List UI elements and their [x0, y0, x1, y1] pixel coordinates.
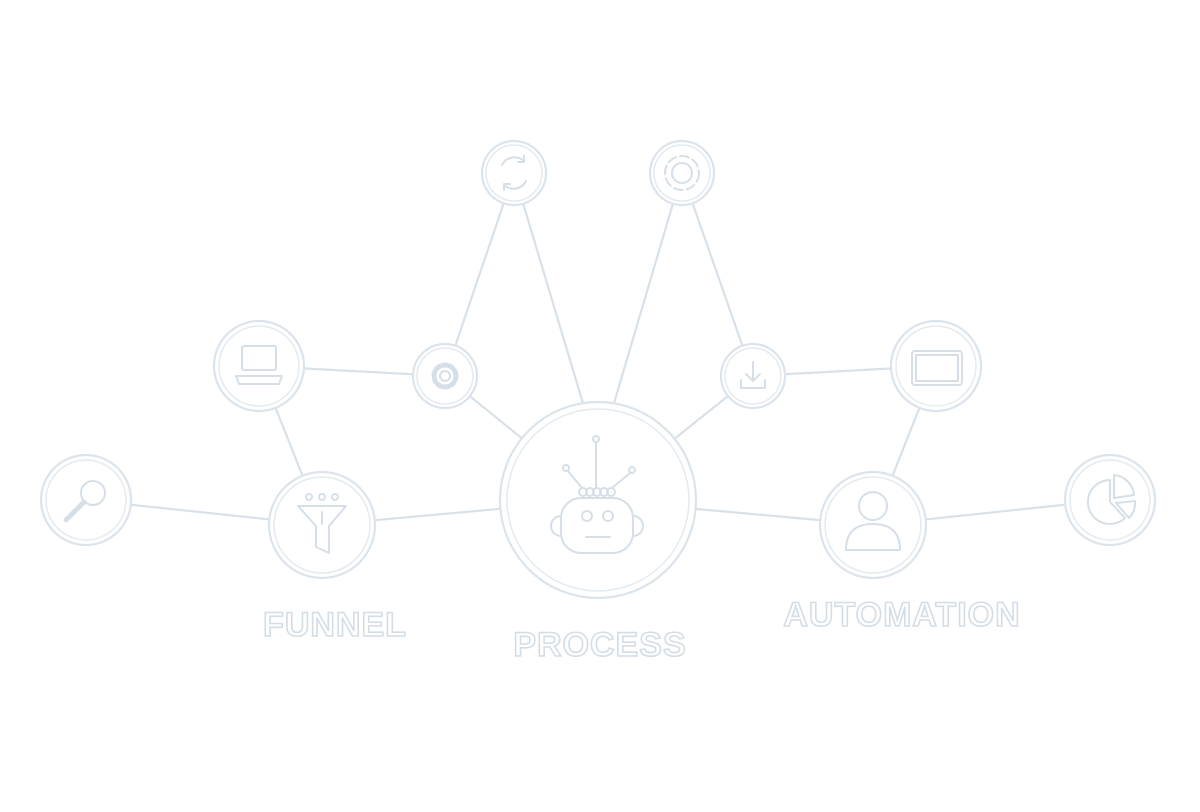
label-funnel: FUNNEL: [263, 606, 407, 644]
node-robot: [498, 400, 698, 600]
edge-gear-refresh: [443, 172, 516, 377]
edge-target-robot: [610, 172, 684, 411]
gear-icon: [431, 362, 459, 390]
node-pie: [1063, 453, 1157, 547]
target-icon: [664, 155, 700, 191]
download-icon: [740, 361, 766, 389]
node-refresh: [480, 139, 548, 207]
label-process: PROCESS: [513, 626, 686, 664]
pie-chart-icon: [1086, 474, 1137, 525]
node-target: [648, 139, 716, 207]
user-icon: [845, 491, 901, 551]
node-funnel: [267, 470, 377, 580]
edge-refresh-robot: [512, 172, 587, 411]
node-gear: [411, 342, 479, 410]
node-download: [719, 342, 787, 410]
label-automation: AUTOMATION: [783, 596, 1020, 634]
funnel-icon: [297, 493, 347, 554]
node-tablet: [889, 319, 983, 413]
laptop-icon: [235, 345, 283, 385]
robot-icon: [550, 435, 644, 554]
tablet-icon: [911, 350, 963, 386]
node-user: [818, 470, 928, 580]
edge-target-download: [680, 172, 755, 377]
node-laptop: [212, 319, 306, 413]
refresh-icon: [501, 155, 527, 191]
node-search: [39, 453, 133, 547]
search-icon: [63, 480, 106, 523]
